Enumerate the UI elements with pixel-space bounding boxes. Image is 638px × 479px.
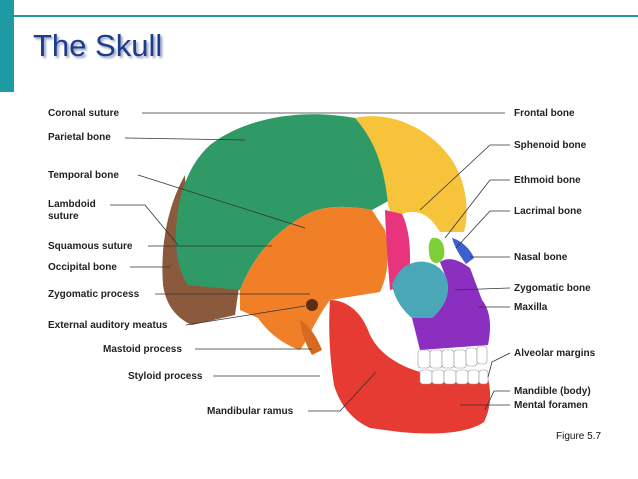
leader-lines: [110, 112, 511, 412]
label-mastoid-process: Mastoid process: [103, 344, 182, 355]
label-coronal-suture: Coronal suture: [48, 108, 120, 119]
external-auditory-meatus: [306, 299, 318, 311]
label-occipital-bone: Occipital bone: [48, 262, 117, 273]
slide-title: The Skull: [33, 28, 163, 63]
label-mandibular-ramus: Mandibular ramus: [207, 406, 294, 417]
label-external-auditory-meatus: External auditory meatus: [48, 320, 168, 331]
label-zygomatic-bone: Zygomatic bone: [514, 283, 591, 294]
label-parietal-bone: Parietal bone: [48, 132, 111, 143]
label-mental-foramen: Mental foramen: [514, 400, 588, 411]
label-ethmoid-bone: Ethmoid bone: [514, 175, 581, 186]
mandible-bone: [329, 300, 491, 434]
lower-teeth: [419, 369, 489, 385]
label-alveolar-margins: Alveolar margins: [514, 348, 596, 359]
maxilla-bone: [412, 259, 490, 350]
figure-caption: Figure 5.7: [556, 431, 602, 442]
header-accent: [0, 0, 638, 92]
label-zygomatic-process: Zygomatic process: [48, 289, 140, 300]
accent-bar: [0, 0, 14, 92]
accent-rule: [14, 15, 638, 17]
label-sphenoid-bone: Sphenoid bone: [514, 140, 587, 151]
label-lambdoid-line2: suture: [48, 211, 79, 222]
label-styloid-process: Styloid process: [128, 371, 203, 382]
mastoid-process: [300, 320, 322, 355]
label-maxilla: Maxilla: [514, 302, 548, 313]
ethmoid-bone: [428, 237, 445, 264]
label-mandible-body: Mandible (body): [514, 386, 591, 397]
temporal-bone: [240, 206, 388, 350]
frontal-bone: [355, 116, 467, 232]
label-temporal-bone: Temporal bone: [48, 170, 119, 181]
label-nasal-bone: Nasal bone: [514, 252, 568, 263]
label-frontal-bone: Frontal bone: [514, 108, 575, 119]
label-lacrimal-bone: Lacrimal bone: [514, 206, 582, 217]
label-lambdoid-line1: Lambdoid: [48, 199, 96, 210]
upper-teeth: [417, 345, 488, 369]
zygomatic-bone: [392, 261, 448, 318]
label-squamous-suture: Squamous suture: [48, 241, 133, 252]
nasal-bone: [452, 238, 474, 264]
